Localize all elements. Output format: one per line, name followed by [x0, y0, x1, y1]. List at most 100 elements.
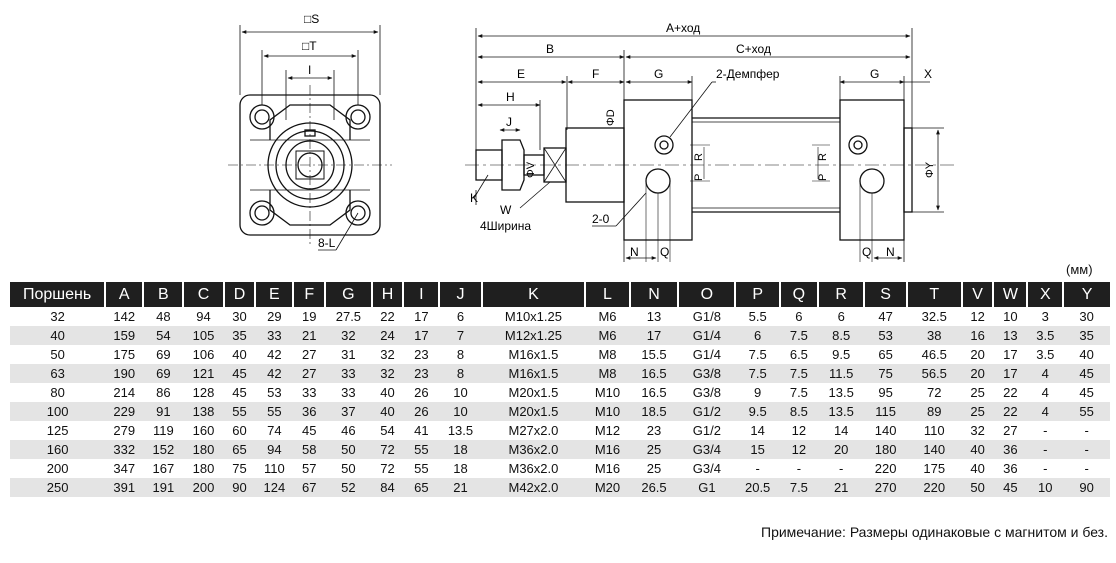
table-cell: M10: [585, 402, 630, 421]
table-cell: 100: [10, 402, 106, 421]
table-cell: 12: [779, 440, 818, 459]
table-cell: M16x1.5: [481, 364, 586, 383]
table-cell: G3/8: [678, 383, 736, 402]
table-cell: 160: [10, 440, 106, 459]
table-cell: G1/2: [678, 402, 736, 421]
table-cell: 72: [906, 383, 962, 402]
column-header: Поршень: [10, 282, 107, 307]
table-cell: 15: [735, 440, 780, 459]
column-header: J: [439, 282, 483, 307]
table-cell: 8.5: [817, 326, 865, 345]
table-cell: 190: [105, 364, 144, 383]
side-port-label: 2-0: [592, 212, 610, 226]
table-cell: -: [1027, 421, 1064, 440]
table-cell: M8: [585, 345, 630, 364]
column-header: X: [1027, 282, 1065, 307]
table-cell: G1/2: [678, 421, 736, 440]
side-width-label: 4Ширина: [480, 219, 531, 233]
unit-label: (мм): [1066, 262, 1093, 277]
table-cell: 180: [183, 459, 224, 478]
table-cell: 140: [906, 440, 962, 459]
table-cell: 90: [1063, 478, 1110, 497]
table-cell: 6: [439, 307, 482, 326]
table-cell: 33: [325, 383, 372, 402]
table-cell: 125: [10, 421, 106, 440]
table-cell: 50: [325, 459, 372, 478]
table-cell: 40: [371, 402, 404, 421]
table-cell: 11.5: [817, 364, 865, 383]
table-cell: 40: [961, 440, 994, 459]
table-cell: 18: [439, 440, 482, 459]
side-w-label: W: [500, 203, 512, 217]
table-cell: 12: [779, 421, 818, 440]
table-cell: 23: [629, 421, 679, 440]
table-cell: 4: [1027, 402, 1064, 421]
table-cell: 21: [817, 478, 865, 497]
table-cell: 69: [143, 345, 184, 364]
table-cell: 7.5: [735, 345, 780, 364]
table-cell: 20.5: [735, 478, 780, 497]
table-cell: 17: [993, 364, 1028, 383]
table-cell: -: [1063, 459, 1110, 478]
table-cell: M36x2.0: [481, 440, 586, 459]
table-cell: M16: [585, 440, 630, 459]
table-cell: -: [1063, 421, 1110, 440]
table-cell: 4: [1027, 364, 1064, 383]
table-cell: 20: [961, 345, 994, 364]
table-cell: M8: [585, 364, 630, 383]
table-cell: 14: [735, 421, 780, 440]
side-q-left-label: Q: [660, 245, 669, 259]
table-note: Примечание: Размеры одинаковые с магнито…: [761, 524, 1108, 540]
table-cell: 7.5: [779, 326, 818, 345]
column-header: Q: [779, 282, 819, 307]
table-cell: 7.5: [779, 383, 818, 402]
table-cell: 22: [993, 383, 1028, 402]
table-cell: 53: [864, 326, 907, 345]
table-cell: 115: [864, 402, 907, 421]
table-cell: 220: [906, 478, 962, 497]
table-cell: 18.5: [629, 402, 679, 421]
table-cell: 36: [993, 440, 1028, 459]
table-cell: 15.5: [629, 345, 679, 364]
table-cell: 55: [223, 402, 256, 421]
table-cell: 21: [439, 478, 482, 497]
table-cell: 229: [105, 402, 144, 421]
side-view: [465, 28, 955, 262]
column-header: S: [864, 282, 908, 307]
table-cell: 105: [183, 326, 224, 345]
table-cell: -: [779, 459, 818, 478]
table-cell: 36: [993, 459, 1028, 478]
table-cell: 8.5: [779, 402, 818, 421]
column-header: H: [371, 282, 405, 307]
table-cell: 10: [439, 383, 482, 402]
table-cell: 57: [293, 459, 326, 478]
table-cell: -: [735, 459, 780, 478]
table-cell: 50: [961, 478, 994, 497]
table-cell: 67: [293, 478, 326, 497]
table-cell: 63: [10, 364, 106, 383]
table-cell: 27: [293, 345, 326, 364]
table-cell: 60: [223, 421, 256, 440]
table-cell: M6: [585, 326, 630, 345]
side-r-right-label: R: [817, 153, 829, 161]
table-cell: M10x1.25: [481, 307, 586, 326]
table-cell: 7.5: [735, 364, 780, 383]
table-cell: 20: [817, 440, 865, 459]
table-cell: 167: [143, 459, 184, 478]
column-header: K: [481, 282, 587, 307]
table-cell: 159: [105, 326, 144, 345]
table-cell: 17: [629, 326, 679, 345]
table-cell: 26.5: [629, 478, 679, 497]
table-cell: 175: [105, 345, 144, 364]
table-cell: 54: [371, 421, 404, 440]
table-cell: 13.5: [817, 402, 865, 421]
column-header: I: [403, 282, 441, 307]
column-header: N: [629, 282, 680, 307]
table-cell: M20x1.5: [481, 402, 586, 421]
table-cell: 175: [906, 459, 962, 478]
table-cell: 95: [864, 383, 907, 402]
